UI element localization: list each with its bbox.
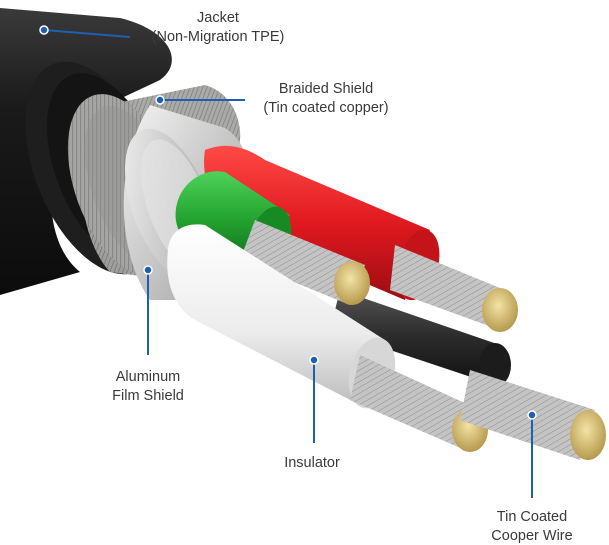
wire-leader xyxy=(527,410,537,498)
aluminum-shield-label-line1: Aluminum xyxy=(115,369,181,385)
red-conductor xyxy=(204,145,518,332)
aluminum-shield-label-line2: Film Shield xyxy=(112,388,184,404)
insulator-label: Insulator xyxy=(262,454,362,473)
jacket-label-line1: Jacket xyxy=(197,10,239,26)
braided-shield-label-line2: (Tin coated copper) xyxy=(263,100,389,116)
braided-shield-label: Braided Shield (Tin coated copper) xyxy=(246,80,406,118)
braided-shield-label-line1: Braided Shield xyxy=(278,81,374,97)
leader-lines xyxy=(39,25,537,498)
aluminum-shield-label: Aluminum Film Shield xyxy=(88,368,208,406)
jacket-label: Jacket (Non-Migration TPE) xyxy=(128,9,308,47)
braided-shield-leader xyxy=(155,95,245,105)
wire-label-line2: Cooper Wire xyxy=(491,528,573,544)
jacket-leader xyxy=(39,25,131,38)
aluminum-shield-leader xyxy=(143,265,153,355)
wire-label: Tin Coated Cooper Wire xyxy=(472,508,592,545)
insulator-leader xyxy=(309,355,319,443)
white-conductor xyxy=(167,224,488,452)
green-conductor xyxy=(175,171,370,305)
jacket-label-line2: (Non-Migration TPE) xyxy=(151,29,285,45)
insulator-label-line1: Insulator xyxy=(284,455,340,471)
wire-label-line1: Tin Coated xyxy=(496,509,568,525)
